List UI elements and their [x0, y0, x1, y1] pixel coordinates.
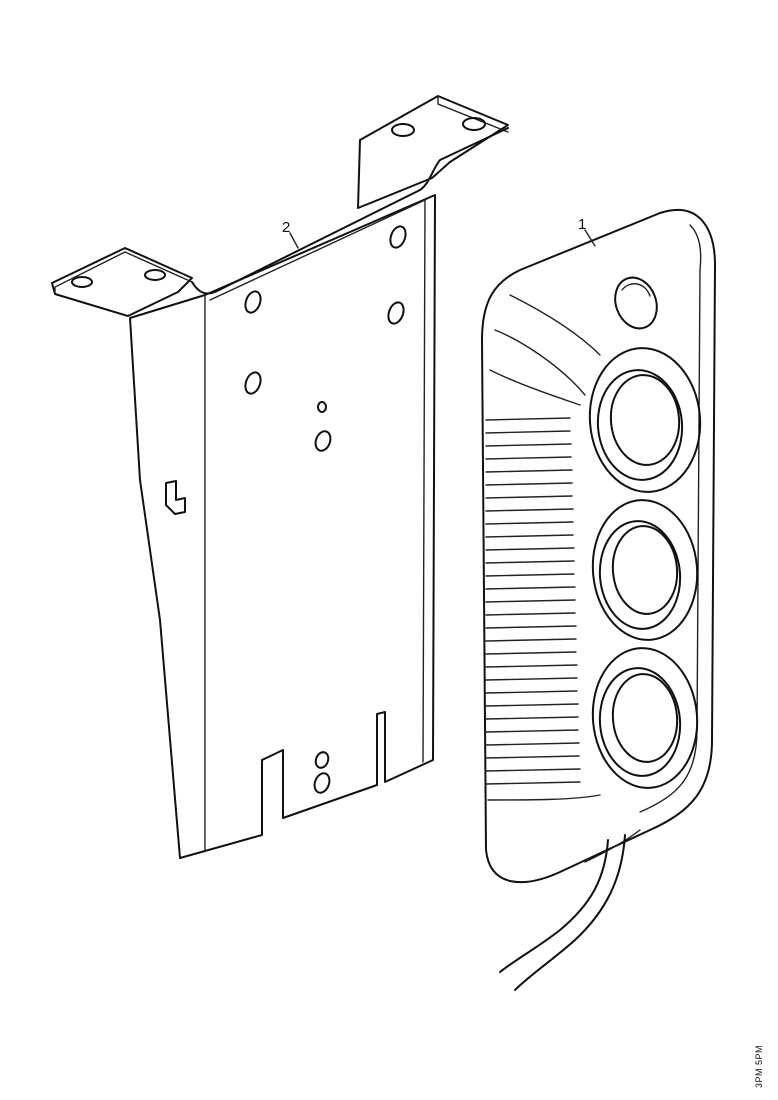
light-housing: [481, 208, 716, 884]
bracket-right-edge: [422, 199, 426, 763]
bracket-tab: [165, 480, 186, 515]
bracket-right-flange: [357, 95, 509, 209]
lamp-lens-middle: [591, 499, 699, 641]
callout-light-unit: 1: [578, 216, 586, 233]
leader-line-1: [584, 229, 596, 247]
bracket-top-bend: [191, 127, 509, 295]
left-flange-hole-2: [144, 269, 166, 281]
right-flange-hole-2: [462, 117, 486, 131]
power-cable: [499, 839, 609, 973]
leader-line-2: [289, 232, 299, 249]
left-flange-hole-1: [71, 276, 93, 288]
housing-mount-hole: [614, 276, 658, 330]
callout-bracket: 2: [282, 219, 290, 236]
bracket-slots: [244, 225, 407, 794]
light-unit: [481, 208, 716, 991]
cooling-fins: [485, 417, 581, 785]
mounting-bracket: [51, 95, 509, 859]
bracket-plate: [129, 194, 436, 859]
drawing-code: 3PM 5PM: [754, 1044, 764, 1088]
right-flange-hole-1: [391, 123, 415, 137]
lamp-lens-top: [588, 347, 702, 493]
lamp-lens-bottom: [591, 647, 699, 789]
